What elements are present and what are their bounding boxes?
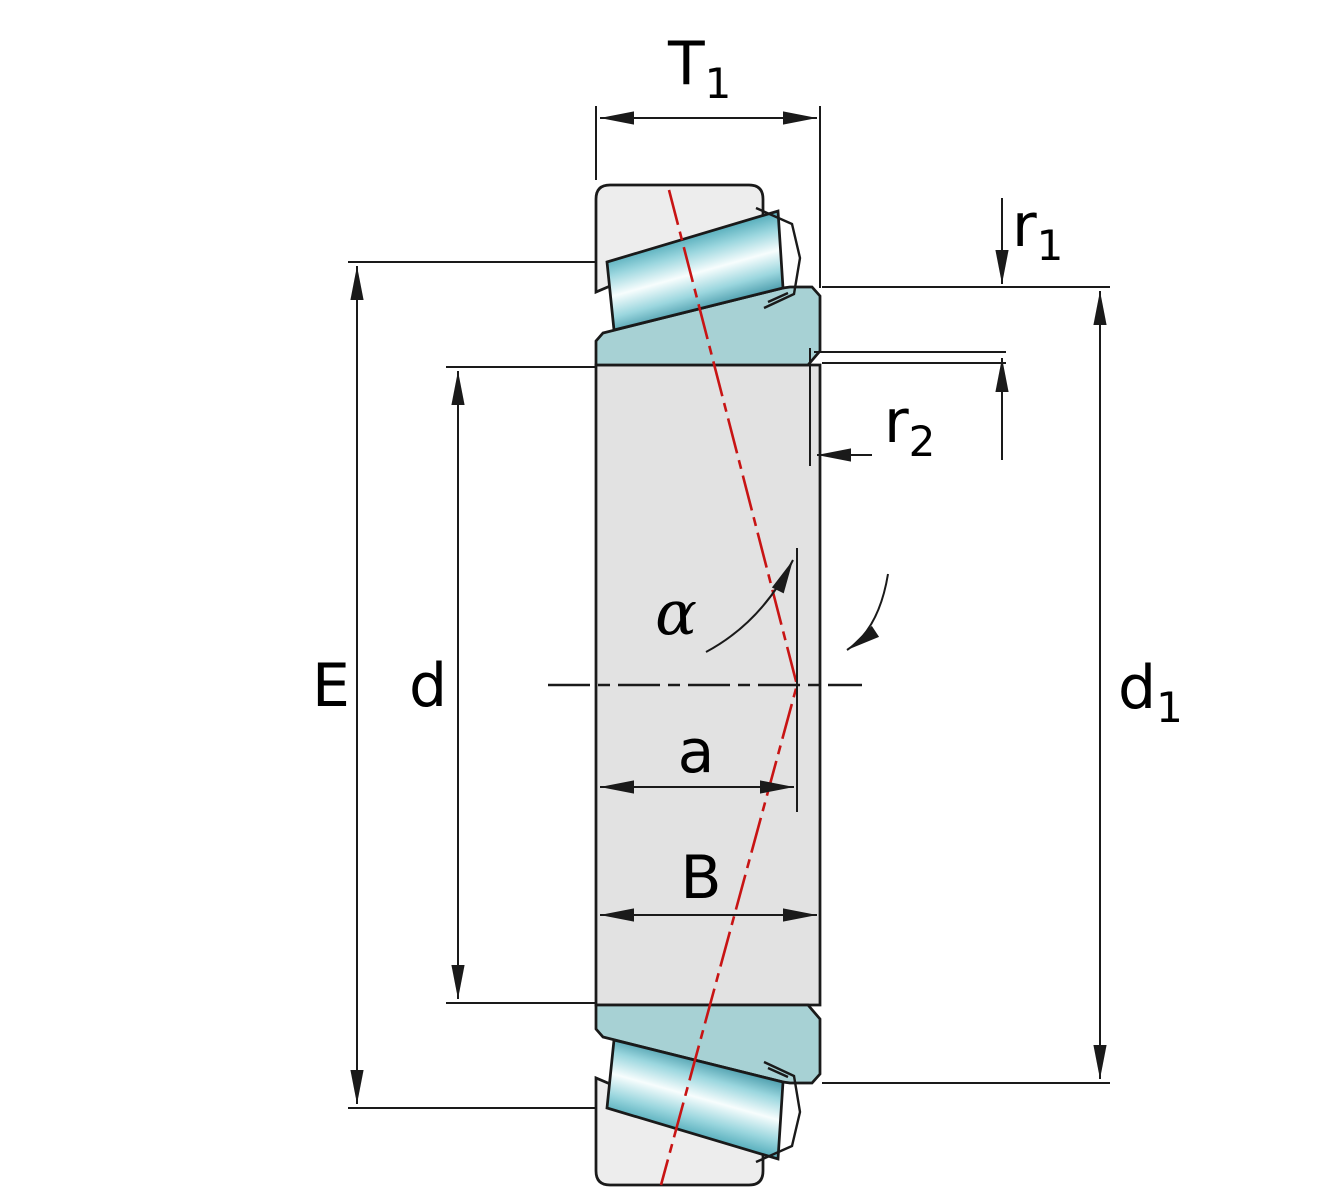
dim-d1: d1	[822, 286, 1183, 1084]
dim-a-label: a	[678, 717, 715, 787]
dim-d: d	[409, 366, 596, 1004]
cage-top-bar	[767, 291, 789, 304]
dim-r1-label: r1	[1012, 191, 1063, 270]
tapered-roller-top	[605, 209, 785, 332]
roller-contact-line	[659, 189, 799, 1186]
dim-d1-label: d1	[1118, 653, 1183, 732]
dim-a: a	[600, 717, 794, 794]
cage-bottom	[755, 1060, 802, 1164]
dim-E-label: E	[312, 651, 350, 721]
dim-alpha: α	[655, 559, 889, 653]
dim-T1-label: T1	[667, 29, 731, 108]
cage-bottom-bar	[767, 1066, 789, 1079]
alpha-arc-left	[705, 559, 794, 653]
dim-r2-label: r2	[884, 387, 935, 466]
dim-T1: T1	[595, 29, 821, 288]
dim-B-label: B	[680, 843, 721, 913]
dim-d-label: d	[409, 651, 447, 721]
tapered-roller-bottom	[605, 1038, 785, 1161]
cage-top	[755, 206, 802, 310]
dim-E: E	[312, 261, 596, 1109]
alpha-label: α	[655, 576, 697, 649]
cone-rib-bottom	[594, 1003, 822, 1085]
alpha-arc-right	[846, 573, 889, 651]
dim-B: B	[600, 843, 817, 922]
cone-rib-top	[594, 285, 822, 367]
dim-r1: r1	[814, 191, 1063, 460]
dim-r2: r2	[809, 348, 935, 466]
